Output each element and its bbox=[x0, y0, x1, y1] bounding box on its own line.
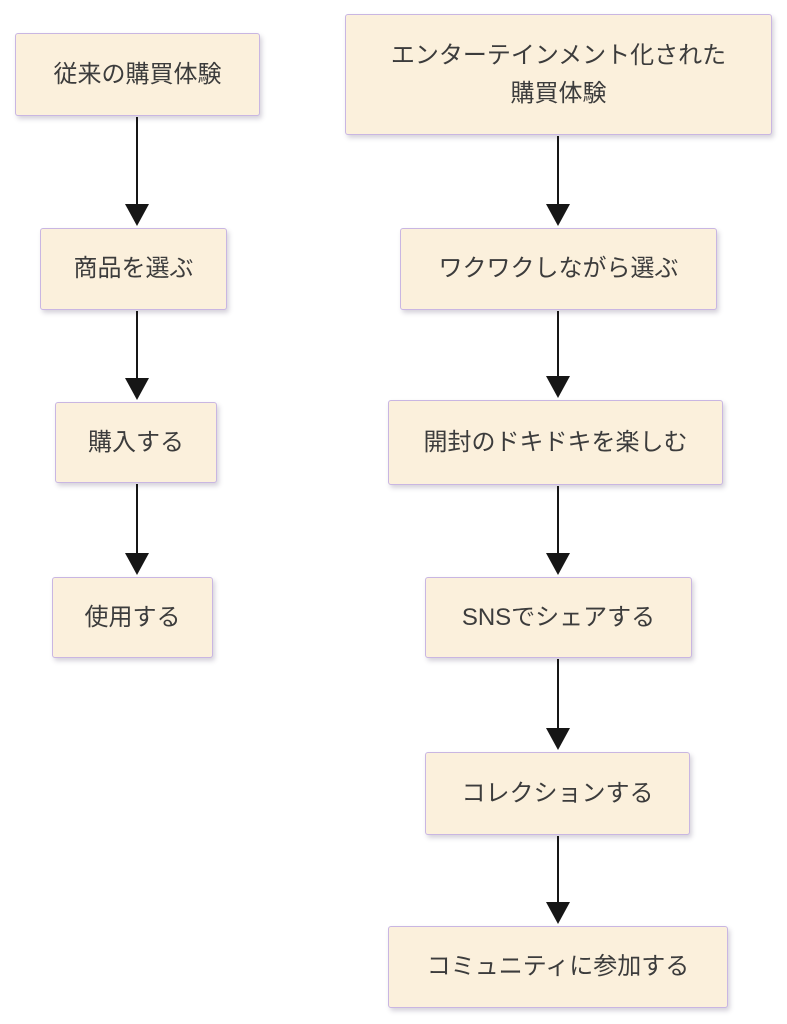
arrow-head bbox=[546, 728, 570, 750]
arrow-down-icon bbox=[546, 659, 570, 750]
node-collect: コレクションする bbox=[425, 752, 690, 835]
arrow-shaft bbox=[136, 311, 138, 380]
arrow-head bbox=[125, 553, 149, 575]
arrow-head bbox=[546, 902, 570, 924]
arrow-shaft bbox=[557, 836, 559, 904]
arrow-head bbox=[546, 204, 570, 226]
node-share-on-sns: SNSでシェアする bbox=[425, 577, 692, 658]
arrow-down-icon bbox=[546, 836, 570, 924]
arrow-down-icon bbox=[125, 117, 149, 226]
arrow-down-icon bbox=[546, 136, 570, 226]
node-choose-product: 商品を選ぶ bbox=[40, 228, 227, 310]
node-choose-excitedly: ワクワクしながら選ぶ bbox=[400, 228, 717, 310]
node-traditional-experience: 従来の購買体験 bbox=[15, 33, 260, 116]
arrow-head bbox=[546, 553, 570, 575]
arrow-down-icon bbox=[125, 484, 149, 575]
node-use: 使用する bbox=[52, 577, 213, 658]
node-entertainment-experience: エンターテインメント化された 購買体験 bbox=[345, 14, 772, 135]
arrow-head bbox=[546, 376, 570, 398]
arrow-head bbox=[125, 378, 149, 400]
arrow-down-icon bbox=[546, 486, 570, 575]
node-enjoy-unboxing: 開封のドキドキを楽しむ bbox=[388, 400, 723, 485]
node-join-community: コミュニティに参加する bbox=[388, 926, 728, 1008]
arrow-down-icon bbox=[125, 311, 149, 400]
arrow-shaft bbox=[136, 117, 138, 206]
arrow-shaft bbox=[557, 311, 559, 378]
arrow-shaft bbox=[557, 659, 559, 730]
arrow-shaft bbox=[136, 484, 138, 555]
arrow-shaft bbox=[557, 136, 559, 206]
arrow-down-icon bbox=[546, 311, 570, 398]
arrow-shaft bbox=[557, 486, 559, 555]
node-purchase: 購入する bbox=[55, 402, 217, 483]
arrow-head bbox=[125, 204, 149, 226]
